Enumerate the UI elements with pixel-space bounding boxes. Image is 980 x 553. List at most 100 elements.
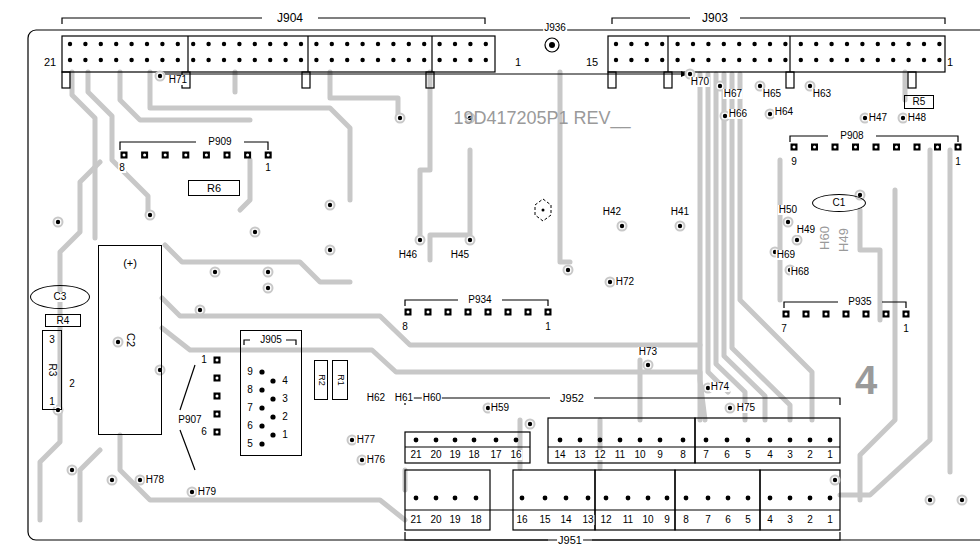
pad	[856, 191, 865, 200]
part-label: 3	[281, 394, 289, 404]
pad	[266, 286, 270, 290]
pad	[350, 438, 354, 442]
pad	[453, 496, 458, 501]
part-label: 18	[469, 515, 482, 525]
part-label: 4	[766, 515, 774, 525]
part-label: 2	[806, 515, 814, 525]
part-label: 3	[786, 515, 794, 525]
pad	[474, 496, 479, 501]
pad	[345, 42, 349, 46]
part-label: J936	[543, 23, 567, 33]
pad	[704, 438, 709, 443]
part-label: 6	[723, 450, 731, 460]
pad	[191, 42, 195, 46]
pad	[906, 42, 910, 46]
pad	[253, 230, 257, 234]
pad	[299, 58, 303, 62]
resistor-symbol: R2	[314, 360, 328, 400]
component-ref: R5	[912, 97, 927, 107]
pad	[414, 496, 419, 501]
part-label: P934	[467, 295, 492, 305]
part-label: H74	[710, 382, 730, 392]
pad	[644, 361, 653, 370]
pad	[328, 203, 332, 207]
square-pad	[783, 311, 790, 318]
pad	[190, 490, 194, 494]
part-label: 19	[448, 450, 461, 460]
square-pad	[265, 152, 272, 159]
part-label: 13	[581, 515, 594, 525]
pad	[129, 58, 133, 62]
pad	[376, 58, 380, 62]
pad	[928, 498, 932, 502]
part-label: 1	[200, 355, 208, 365]
pad	[156, 366, 165, 375]
pad	[466, 236, 475, 245]
pad	[216, 377, 219, 380]
pad	[737, 58, 741, 62]
pad	[160, 58, 164, 62]
pad	[814, 42, 818, 46]
part-label: 15	[538, 515, 551, 525]
pad	[487, 311, 490, 314]
part-label: 18	[467, 450, 480, 460]
pad	[828, 438, 833, 443]
pad	[108, 476, 117, 485]
part-label: P908	[839, 131, 864, 141]
part-label: P907	[177, 415, 202, 425]
component-ref: C2	[125, 332, 136, 348]
pad	[123, 154, 126, 157]
part-label: H79	[197, 487, 217, 497]
part-label: 1	[281, 430, 289, 440]
square-pad	[203, 152, 210, 159]
pad	[936, 146, 939, 149]
pad	[681, 438, 686, 443]
part-label: 21	[409, 450, 422, 460]
pad	[259, 387, 264, 392]
pad	[752, 42, 756, 46]
pad	[259, 405, 264, 410]
part-label: 8	[246, 385, 254, 395]
pad	[114, 338, 123, 347]
part-label: 1	[946, 57, 954, 68]
pad	[901, 116, 905, 120]
pad	[468, 58, 472, 62]
pad	[467, 311, 470, 314]
square-pad	[505, 309, 512, 316]
pad	[865, 313, 868, 316]
square-pad	[823, 311, 830, 318]
pad	[926, 496, 935, 505]
pad	[176, 58, 180, 62]
part-label: H75	[736, 403, 756, 413]
pad	[453, 58, 457, 62]
pad	[360, 42, 364, 46]
pad	[114, 42, 118, 46]
part-label: 15	[585, 57, 599, 68]
part-label: 19D417205P1 REV__	[452, 109, 631, 127]
pad	[726, 496, 731, 501]
pad	[833, 478, 837, 482]
part-label: 7	[704, 515, 712, 525]
pad	[283, 42, 287, 46]
pad	[158, 74, 162, 78]
pad	[468, 42, 472, 46]
pad	[237, 58, 241, 62]
part-label: 16	[509, 450, 522, 460]
component-ref: R6	[206, 183, 222, 194]
part-label: H71	[168, 75, 188, 85]
part-label: 9	[656, 450, 664, 460]
part-label: 8	[682, 515, 690, 525]
pad	[895, 146, 898, 149]
component-ref: R3	[47, 363, 57, 378]
pad	[768, 496, 773, 501]
pad	[578, 438, 583, 443]
pad	[922, 58, 926, 62]
part-label: 3	[48, 335, 56, 345]
pad	[206, 58, 210, 62]
pad	[527, 311, 530, 314]
pad	[56, 408, 60, 412]
pad	[270, 396, 275, 401]
component-ref: (+)	[122, 257, 138, 268]
pad	[678, 224, 682, 228]
square-pad	[405, 309, 412, 316]
